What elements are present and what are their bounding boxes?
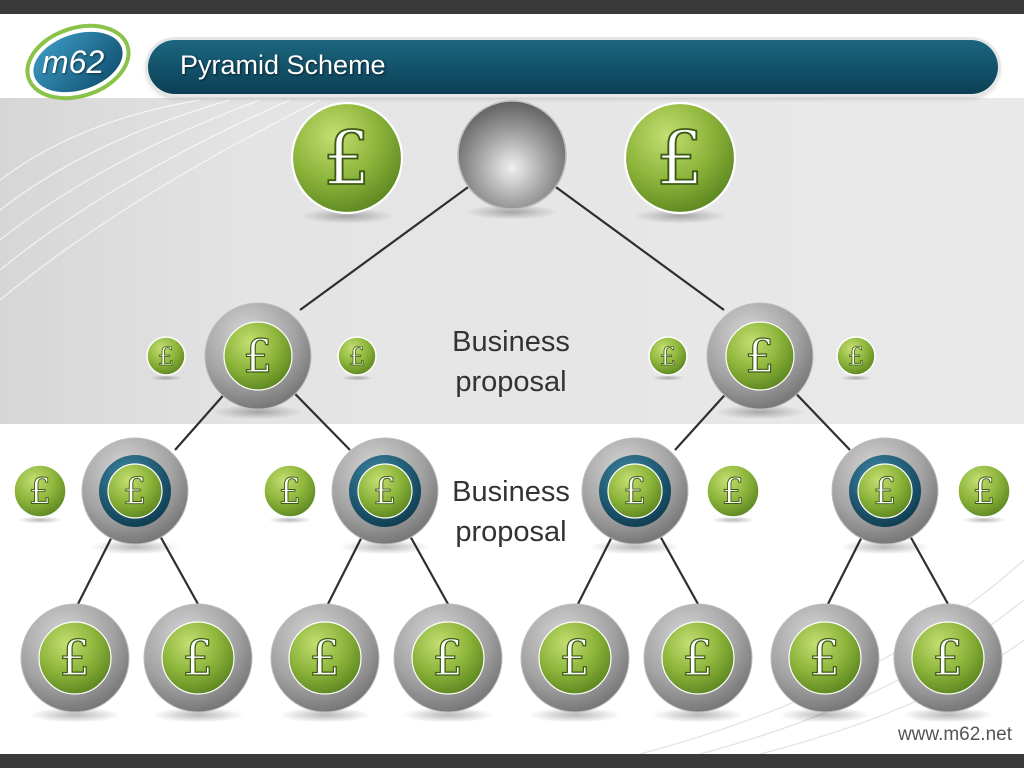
pound-symbol: £ xyxy=(873,470,896,513)
coin-shadow xyxy=(402,707,494,723)
label-business-proposal-lower: Business proposal xyxy=(431,472,591,552)
coin-shadow xyxy=(589,539,681,555)
level4-node: £ xyxy=(520,603,630,723)
page-title: Pyramid Scheme xyxy=(180,50,386,80)
coin-shadow xyxy=(149,375,183,381)
coin-shadow xyxy=(212,404,304,420)
pound-symbol: £ xyxy=(310,631,341,687)
pound-symbol: £ xyxy=(683,631,714,687)
pound-symbol: £ xyxy=(656,115,703,202)
level4-node: £ xyxy=(270,603,380,723)
level4-node: £ xyxy=(143,603,253,723)
pound-symbol: £ xyxy=(323,115,370,202)
coin-shadow xyxy=(29,707,121,723)
level3-node: £ xyxy=(81,437,189,555)
level4-node: £ xyxy=(20,603,130,723)
coin-small: £ xyxy=(648,336,688,381)
coin-shadow xyxy=(267,516,313,524)
coin-shadow xyxy=(300,208,394,224)
title-banner xyxy=(148,40,998,94)
pound-symbol: £ xyxy=(745,329,774,383)
pound-symbol: £ xyxy=(279,471,301,512)
level2-node: £ xyxy=(706,302,814,420)
coin-shadow xyxy=(17,516,63,524)
coin-shadow xyxy=(710,516,756,524)
coin-large: £ xyxy=(290,101,404,224)
pound-symbol: £ xyxy=(373,470,396,513)
coin-shadow xyxy=(652,707,744,723)
pound-symbol: £ xyxy=(123,470,146,513)
coin-shadow xyxy=(651,375,685,381)
pound-symbol: £ xyxy=(973,471,995,512)
coin-shadow xyxy=(961,516,1007,524)
coin-shadow xyxy=(89,539,181,555)
coin-medium: £ xyxy=(957,464,1011,524)
pound-symbol: £ xyxy=(933,631,964,687)
coin-shadow xyxy=(633,208,727,224)
pound-symbol: £ xyxy=(848,342,864,372)
pound-symbol: £ xyxy=(433,631,464,687)
decorative-swooshes xyxy=(0,99,321,301)
coin-shadow xyxy=(152,707,244,723)
pound-symbol: £ xyxy=(623,470,646,513)
coin-medium: £ xyxy=(706,464,760,524)
coin-small: £ xyxy=(146,336,186,381)
level3-node: £ xyxy=(831,437,939,555)
pound-symbol: £ xyxy=(183,631,214,687)
coin-shadow xyxy=(839,375,873,381)
coin-shadow xyxy=(839,539,931,555)
level3-node: £ xyxy=(581,437,689,555)
logo xyxy=(25,23,131,101)
coin-shadow xyxy=(339,539,431,555)
pound-symbol: £ xyxy=(560,631,591,687)
label-line: proposal xyxy=(455,366,567,398)
coin-large: £ xyxy=(623,101,737,224)
coin-shadow xyxy=(714,404,806,420)
label-line: Business xyxy=(452,326,570,358)
coin-shadow xyxy=(529,707,621,723)
coin-shadow xyxy=(279,707,371,723)
coin-shadow xyxy=(902,707,994,723)
pound-symbol: £ xyxy=(722,471,744,512)
logo-text: m62 xyxy=(42,44,105,80)
bottom-bar xyxy=(0,754,1024,768)
pound-symbol: £ xyxy=(349,342,365,372)
coin-small: £ xyxy=(836,336,876,381)
level2-node: £ xyxy=(204,302,312,420)
label-line: Business xyxy=(452,476,570,508)
pound-symbol: £ xyxy=(29,471,51,512)
label-business-proposal-upper: Business proposal xyxy=(431,322,591,402)
top-node xyxy=(457,100,567,220)
coin-shadow xyxy=(779,707,871,723)
pound-symbol: £ xyxy=(60,631,91,687)
coin-shadow xyxy=(340,375,374,381)
pound-symbol: £ xyxy=(810,631,841,687)
pound-symbol: £ xyxy=(243,329,272,383)
coin-small: £ xyxy=(337,336,377,381)
label-line: proposal xyxy=(455,516,567,548)
footer-url: www.m62.net xyxy=(897,724,1012,745)
level4-node: £ xyxy=(643,603,753,723)
coin-medium: £ xyxy=(263,464,317,524)
level4-node: £ xyxy=(770,603,880,723)
level4-node: £ xyxy=(393,603,503,723)
level4-node: £ xyxy=(893,603,1003,723)
top-bar xyxy=(0,0,1024,14)
pound-symbol: £ xyxy=(158,342,174,372)
level3-node: £ xyxy=(331,437,439,555)
pound-symbol: £ xyxy=(660,342,676,372)
coin-shadow xyxy=(466,204,558,220)
coin-medium: £ xyxy=(13,464,67,524)
